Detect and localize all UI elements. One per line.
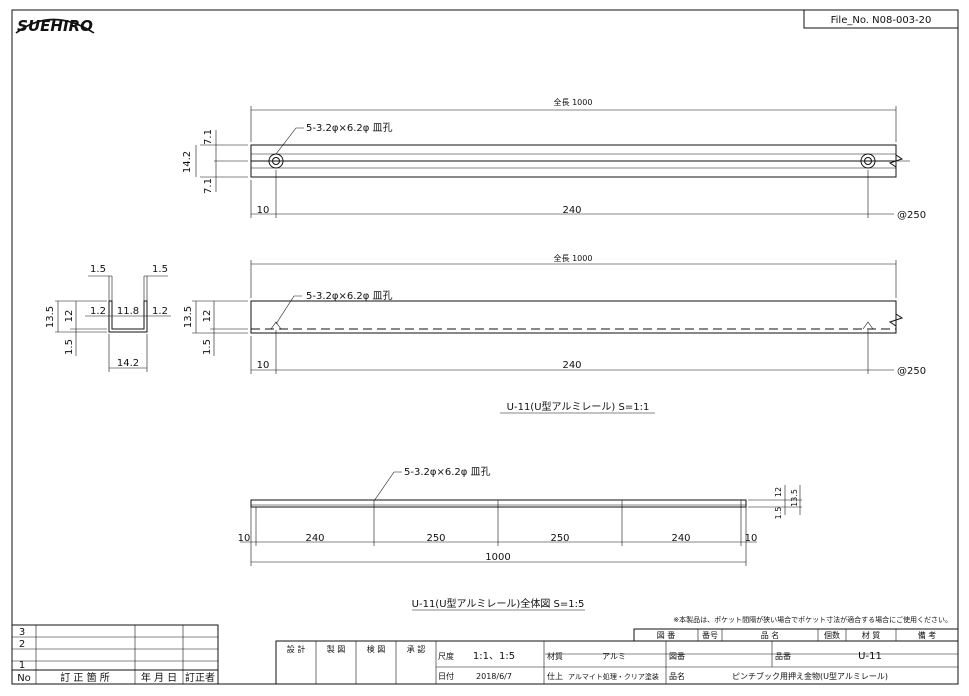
side-dim-pitch-note: @250 [897,366,926,377]
section-dim-wall-right: 1.2 [152,306,168,317]
caption-main: U-11(U型アルミレール) S=1:1 [507,400,650,413]
overall-dim-start: 10 [238,533,251,544]
top-dim-pitch-note: @250 [897,210,926,221]
section-dim-inner-width: 11.8 [117,306,139,317]
role-label: 製 図 [327,644,346,654]
top-dim-width: 14.2 [182,151,193,173]
side-dim-start: 10 [257,360,270,371]
role-label: 設 計 [287,644,306,654]
suehiro-logo: SUEHIRO [15,17,95,35]
side-overall-length: 全長 1000 [554,253,593,263]
section-dim-inner-height: 12 [64,310,75,323]
section-dim-base: 1.5 [64,339,75,355]
revision-header: 年 月 日 [141,671,177,684]
overall-pitch: 250 [550,533,569,544]
countersunk-hole [860,153,876,169]
revision-row-no: 2 [19,639,25,650]
overall-pitch: 240 [671,533,690,544]
revision-header: No [17,673,31,684]
side-dim-outer: 13.5 [183,306,194,328]
caption-overall: U-11(U型アルミレール)全体図 S=1:5 [412,597,585,610]
overall-dim-end: 10 [745,533,758,544]
overall-right-dim: 1.5 [774,507,783,520]
top-dim-start: 10 [257,205,270,216]
parts-header-cell: 個数 [824,630,840,640]
revision-table: 3 2 1 No 訂 正 箇 所 年 月 日 訂正者 [11,624,219,685]
top-dim-half-bottom: 7.1 [203,178,214,194]
section-dim-width: 14.2 [117,358,139,369]
overall-pitch: 250 [426,533,445,544]
revision-row-no: 3 [19,627,25,638]
role-label: 検 図 [367,644,386,654]
parts-header-cell: 番号 [702,630,718,640]
part-no-label: 品番 [775,651,791,661]
finish-value: アルマイト処理・クリア塗装 [568,672,659,681]
file-no-box [803,9,959,29]
top-hole-note: 5-3.2φ×6.2φ 皿孔 [306,122,393,134]
usage-note: ※本製品は、ポケット間隔が狭い場合でポケット寸法が適合する場合にご使用ください。 [673,615,952,624]
scale-label: 尺度 [438,651,454,661]
scale-value: 1:1、1:5 [473,651,515,662]
name-value: ピンチブック用押え金物(U型アルミレール) [732,671,888,681]
parts-header-cell: 備 考 [918,630,937,640]
revision-row-no: 1 [19,660,25,671]
material-value: アルミ [602,652,626,661]
title-block: 設 計 製 図 検 図 承 認 尺度 1:1、1:5 材質 アルミ 図番 品番 … [275,640,959,685]
side-dim-pitch: 240 [562,360,581,371]
overall-pitch: 240 [305,533,324,544]
revision-header: 訂 正 箇 所 [60,671,110,684]
top-dim-half-top: 7.1 [203,129,214,145]
top-dim-pitch: 240 [562,205,581,216]
side-view: 全長 1000 5-3.2φ×6.2φ 皿孔 13.5 12 1.5 10 24… [183,253,926,377]
finish-label: 仕上 [547,671,563,681]
section-dim-wall-left: 1.2 [90,306,106,317]
parts-header-cell: 材 質 [862,630,881,640]
overall-right-dim: 13.5 [790,489,799,507]
overall-hole-note: 5-3.2φ×6.2φ 皿孔 [404,466,491,478]
overall-view: 5-3.2φ×6.2φ 皿孔 10 240 250 250 240 10 100… [238,466,802,566]
section-dim-top-right: 1.5 [152,264,168,275]
top-view: 全長 1000 5-3.2φ×6.2φ 皿孔 14.2 7.1 7.1 10 2… [182,97,926,221]
section-dim-top-left: 1.5 [90,264,106,275]
side-dim-base: 1.5 [202,339,213,355]
overall-total: 1000 [485,552,510,563]
material-label: 材質 [547,651,563,661]
date-label: 日付 [438,671,454,681]
parts-header-cell: 品 名 [761,630,780,640]
svg-text:SUEHIRO: SUEHIRO [17,17,93,35]
name-label: 品名 [669,671,685,681]
parts-header-cell: 図 番 [657,630,676,640]
part-no-value: U-11 [858,651,882,662]
section-dim-outer-height: 13.5 [45,306,56,328]
role-label: 承 認 [407,644,426,654]
overall-right-dim: 12 [774,487,783,497]
sheet-border [11,9,959,685]
date-value: 2018/6/7 [476,672,512,681]
section-view: 1.5 1.5 1.2 11.8 1.2 13.5 12 1.5 14.2 [45,264,171,372]
file-no: File_No. N08-003-20 [831,15,932,26]
top-overall-length: 全長 1000 [554,97,593,107]
revision-header: 訂正者 [185,671,215,684]
side-hole-note: 5-3.2φ×6.2φ 皿孔 [306,290,393,302]
side-dim-inner: 12 [202,310,213,323]
parts-list-header: 図 番 番号 品 名 個数 材 質 備 考 [633,628,959,642]
drawing-no-label: 図番 [669,651,685,661]
